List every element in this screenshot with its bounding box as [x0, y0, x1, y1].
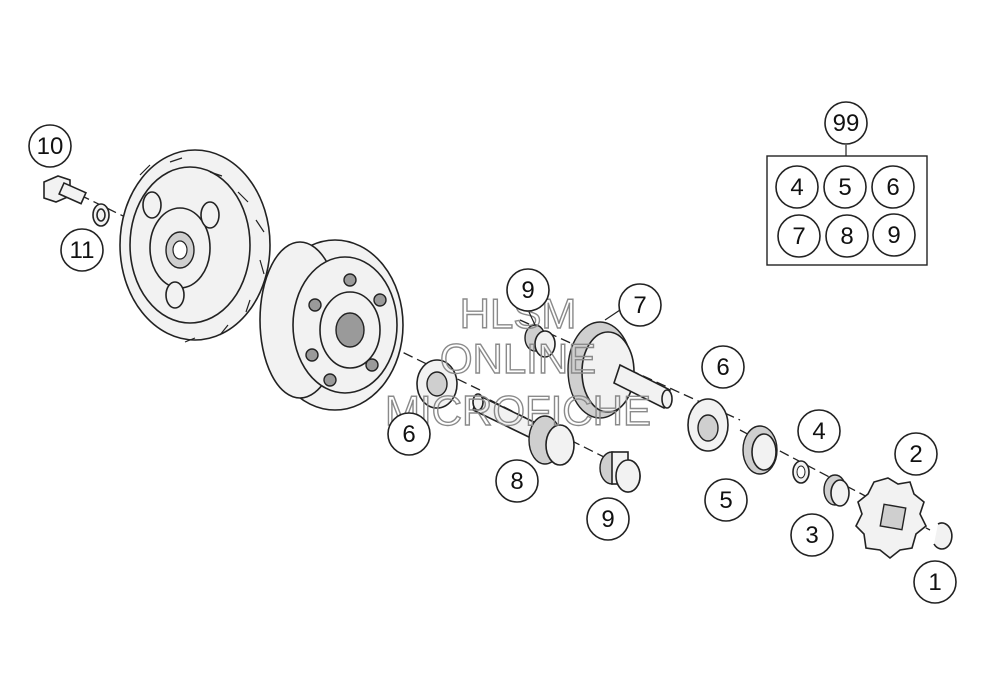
callout-6-left[interactable]: 6 — [387, 412, 431, 456]
callout-3-label: 3 — [805, 522, 818, 549]
callout-leader-lines — [528, 309, 621, 326]
kit-item-5-label: 8 — [840, 223, 853, 250]
callout-5-label: 5 — [719, 487, 732, 514]
bearing-left-part — [416, 359, 458, 409]
needle-bearing-bottom-part — [599, 451, 641, 493]
output-shaft-gear-part — [567, 321, 673, 419]
kit-item-1-label: 4 — [790, 174, 803, 201]
callout-1-label: 1 — [928, 569, 941, 596]
callout-5[interactable]: 5 — [704, 478, 748, 522]
kit-box — [766, 145, 928, 266]
callout-8[interactable]: 8 — [495, 459, 539, 503]
callout-9-top[interactable]: 9 — [506, 268, 550, 312]
kit-item-6-label: 9 — [887, 222, 900, 249]
bearing-right-part — [687, 398, 729, 452]
kit-item-4-label: 7 — [792, 223, 805, 250]
kit-item-3-label: 6 — [886, 174, 899, 201]
kit-item-2-label: 5 — [838, 174, 851, 201]
callout-99-label: 99 — [833, 110, 860, 137]
seal-ring-part — [742, 425, 778, 475]
o-ring-part — [792, 460, 810, 484]
callout-99[interactable]: 99 — [824, 101, 868, 145]
callout-6-right[interactable]: 6 — [701, 345, 745, 389]
callouts: 10 11 9 7 6 6 8 9 — [28, 101, 957, 604]
callout-2[interactable]: 2 — [894, 432, 938, 476]
kit-item-4[interactable]: 7 — [777, 214, 821, 258]
kit-item-1[interactable]: 4 — [775, 165, 819, 209]
washer-part — [92, 203, 110, 227]
callout-11[interactable]: 11 — [60, 228, 104, 272]
callout-7-label: 7 — [633, 292, 646, 319]
callout-9-top-label: 9 — [521, 277, 534, 304]
callout-3[interactable]: 3 — [790, 513, 834, 557]
clutch-basket-part — [119, 149, 271, 343]
callout-6-right-label: 6 — [716, 354, 729, 381]
input-shaft-part — [472, 393, 575, 466]
circlip-part — [933, 522, 953, 550]
kit-item-3[interactable]: 6 — [871, 165, 915, 209]
callout-7[interactable]: 7 — [618, 283, 662, 327]
callout-1[interactable]: 1 — [913, 560, 957, 604]
sprocket-part — [855, 477, 928, 560]
callout-2-label: 2 — [909, 441, 922, 468]
callout-4-label: 4 — [812, 418, 825, 445]
kit-item-2[interactable]: 5 — [823, 165, 867, 209]
spacer-part — [823, 474, 850, 507]
kit-item-6[interactable]: 9 — [872, 213, 916, 257]
watermark-line-2: ONLINE — [440, 335, 596, 382]
bolt-part — [43, 175, 87, 205]
callout-11-label: 11 — [70, 237, 95, 264]
callout-8-label: 8 — [510, 468, 523, 495]
callout-9-bottom-label: 9 — [601, 506, 614, 533]
callout-6-left-label: 6 — [402, 421, 415, 448]
clutch-hub-gear-part — [259, 239, 404, 411]
callout-10-label: 10 — [37, 133, 64, 160]
callout-9-bottom[interactable]: 9 — [586, 497, 630, 541]
callout-4[interactable]: 4 — [797, 409, 841, 453]
callout-10[interactable]: 10 — [28, 124, 72, 168]
kit-item-5[interactable]: 8 — [825, 214, 869, 258]
